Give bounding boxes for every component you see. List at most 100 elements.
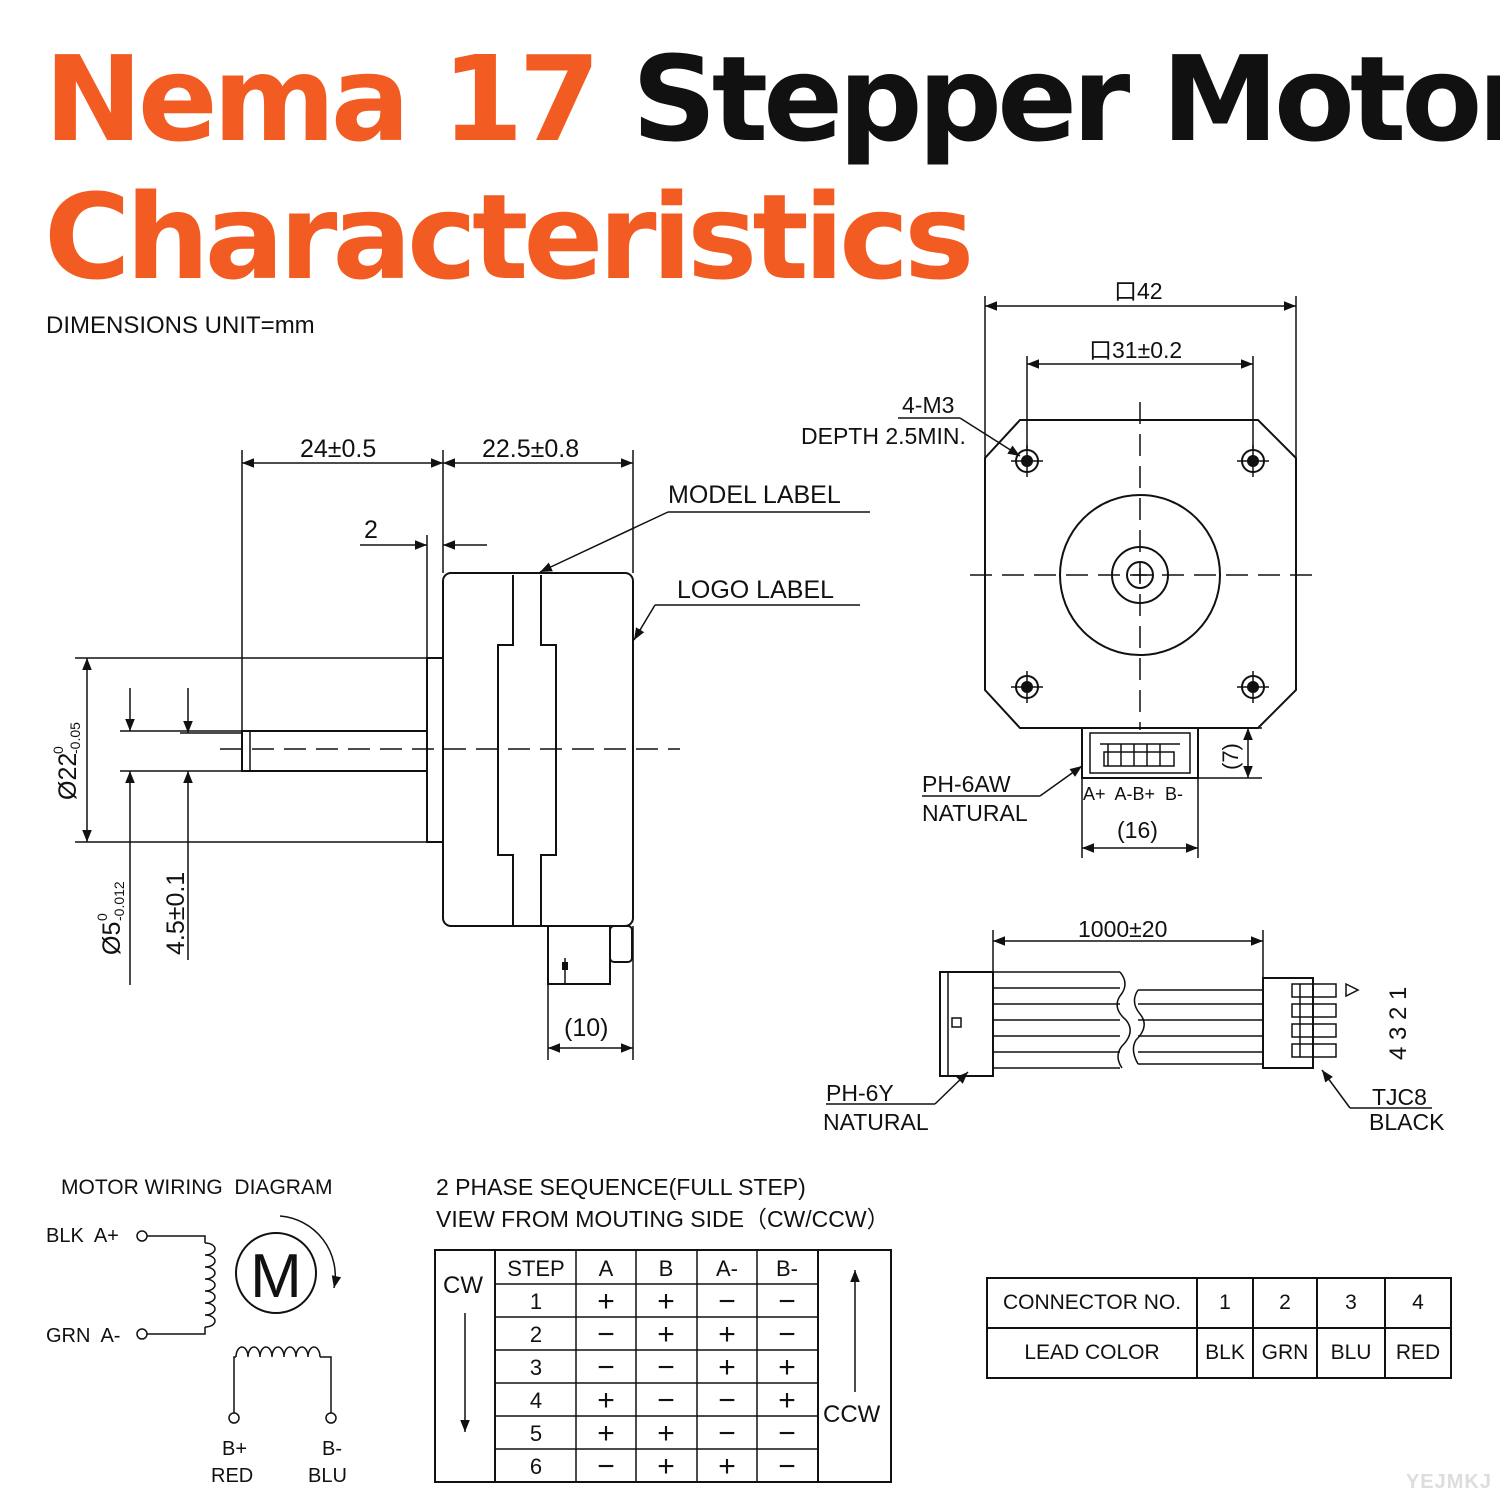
pilot-circle (1059, 494, 1221, 656)
right-connector-color: BLACK (1369, 1109, 1445, 1135)
sequence-header: B (659, 1256, 674, 1281)
wire-b-plus: B+ (222, 1438, 247, 1460)
left-connector-name: PH-6Y (826, 1080, 894, 1106)
sequence-sign: − (718, 1417, 736, 1450)
page-title-line-1: Nema 17 Stepper Motor (44, 40, 1500, 158)
sequence-step: 4 (530, 1388, 542, 1413)
motor-symbol (235, 1232, 317, 1314)
right-connector-name: TJC8 (1372, 1084, 1427, 1110)
front-view: A+ A-B+ B- 口42 口31±0.2 4-M3 DEPTH 2.5MIN… (801, 278, 1312, 858)
sequence-title-1: 2 PHASE SEQUENCE(FULL STEP) (436, 1174, 806, 1200)
lead-color-label: LEAD COLOR (986, 1327, 1198, 1379)
shaft (241, 730, 428, 772)
sequence-sign: + (718, 1318, 736, 1351)
left-connector-color: NATURAL (823, 1109, 929, 1135)
sequence-sign: − (597, 1450, 615, 1483)
wire-b-minus-color: BLU (308, 1465, 347, 1487)
svg-text:Ø5: Ø5 (98, 922, 126, 955)
right-housing (1262, 977, 1314, 1069)
lead-color-1: BLK (1196, 1327, 1254, 1379)
connector-no-label: CONNECTOR NO. (986, 1277, 1198, 1329)
sequence-step: 3 (530, 1355, 542, 1380)
logo-label: LOGO LABEL (677, 576, 834, 604)
sequence-sign: − (778, 1285, 796, 1318)
coil-b (235, 1346, 321, 1358)
dim-flat: 4.5±0.1 (162, 872, 190, 955)
dim-shaft-length: 24±0.5 (300, 435, 376, 463)
stator-profile (497, 575, 557, 925)
watermark: YEJMKJ (1405, 1471, 1492, 1493)
dim-shaft-dia: Ø5 0 -0.012 (94, 881, 127, 955)
sequence-sign: − (657, 1384, 675, 1417)
cable-length: 1000±20 (1078, 916, 1167, 942)
connector-no-3: 3 (1316, 1277, 1386, 1329)
ccw-label: CCW (823, 1401, 881, 1428)
cable-assembly: 1000±20 4 3 2 1 PH-6Y NAT (823, 916, 1445, 1135)
sequence-sign: + (657, 1450, 675, 1483)
sequence-sign: + (657, 1417, 675, 1450)
sequence-step: 2 (530, 1322, 542, 1347)
cw-label: CW (443, 1272, 483, 1299)
boss (426, 657, 444, 843)
wire-b-plus-color: RED (211, 1465, 253, 1487)
svg-text:0: 0 (50, 746, 66, 754)
svg-text:0: 0 (94, 913, 110, 921)
wire-a-minus: GRN A- (46, 1325, 120, 1347)
sequence-step: 5 (530, 1421, 542, 1446)
dim-connector-height: (7) (1218, 743, 1243, 770)
connector-no-4: 4 (1384, 1277, 1452, 1329)
sequence-sign: + (778, 1384, 796, 1417)
dim-square-holes: 口31±0.2 (1089, 337, 1182, 363)
dim-boss: 2 (364, 516, 378, 544)
dim-square-outer: 口42 (1114, 278, 1163, 304)
connector-no-2: 2 (1252, 1277, 1318, 1329)
dim-connector-width: (16) (1117, 817, 1158, 843)
sequence-step: 1 (530, 1289, 542, 1314)
sequence-sign: + (597, 1285, 615, 1318)
hole-spec-1: 4-M3 (902, 392, 954, 418)
coil-a (204, 1242, 216, 1328)
face-connector (1081, 727, 1199, 779)
lead-color-4: RED (1384, 1327, 1452, 1379)
sequence-sign: + (718, 1450, 736, 1483)
lead-color-3: BLU (1316, 1327, 1386, 1379)
sequence-sign: − (657, 1351, 675, 1384)
sequence-sign: − (778, 1417, 796, 1450)
motor-letter: M (250, 1242, 302, 1311)
mount-holes (1011, 445, 1269, 703)
connector-no-1: 1 (1196, 1277, 1254, 1329)
lead-color-2: GRN (1252, 1327, 1318, 1379)
phase-sequence: 2 PHASE SEQUENCE(FULL STEP) VIEW FROM MO… (434, 1174, 892, 1483)
title-part-1: Nema 17 (44, 30, 601, 168)
connector-name: PH-6AW (922, 771, 1011, 797)
svg-text:Ø22: Ø22 (54, 753, 82, 800)
units-note: DIMENSIONS UNIT=mm (46, 312, 315, 339)
wire-b-minus: B- (322, 1438, 342, 1460)
sequence-sign: − (597, 1318, 615, 1351)
page-title-line-2: Characteristics (44, 168, 974, 306)
lead-color-row: LEAD COLOR BLK GRN BLU RED (986, 1327, 1452, 1379)
pin-numbers: 4 3 2 1 (1385, 987, 1412, 1060)
sequence-sign: + (597, 1384, 615, 1417)
hole-spec-2: DEPTH 2.5MIN. (801, 423, 966, 449)
sequence-step: 6 (530, 1454, 542, 1479)
motor-connector-side (547, 925, 611, 985)
connector-row: CONNECTOR NO. 1 2 3 4 (986, 1277, 1452, 1329)
sequence-sign: + (778, 1351, 796, 1384)
wire-a-plus: BLK A+ (46, 1225, 119, 1247)
sequence-sign: + (657, 1285, 675, 1318)
sequence-sign: + (597, 1417, 615, 1450)
connector-table: CONNECTOR NO. 1 2 3 4 LEAD COLOR BLK GRN… (986, 1277, 1452, 1379)
sequence-header: B- (776, 1256, 798, 1281)
pin-labels: A+ A-B+ B- (1083, 784, 1183, 804)
title-part-2: Stepper Motor (631, 30, 1500, 168)
sequence-header: STEP (507, 1256, 564, 1281)
dim-connector: (10) (564, 1014, 608, 1042)
sequence-sign: − (778, 1450, 796, 1483)
sequence-header: A- (716, 1256, 738, 1281)
sequence-sign: − (718, 1285, 736, 1318)
connector-color: NATURAL (922, 800, 1028, 826)
dim-boss-dia: Ø22 0 -0.05 (50, 722, 83, 800)
